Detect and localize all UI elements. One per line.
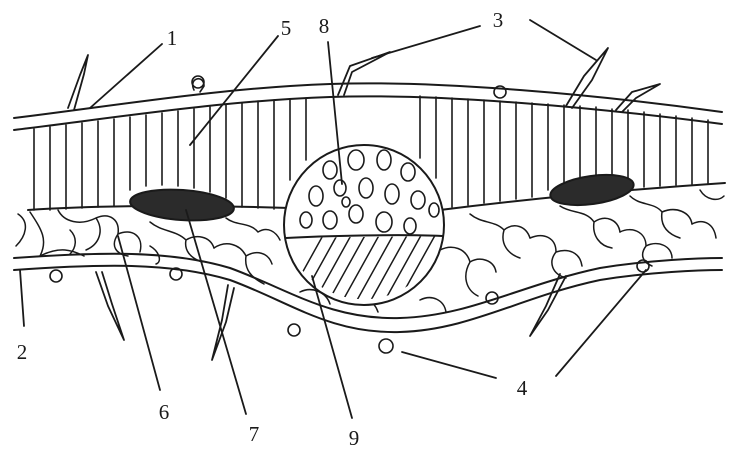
callout-9: 9: [344, 428, 364, 449]
callout-8: 8: [314, 16, 334, 37]
callout-3: 3: [488, 10, 508, 31]
right-dark-body: [548, 170, 635, 209]
callout-6: 6: [154, 402, 174, 423]
callout-4: 4: [512, 378, 532, 399]
callout-7: 7: [244, 424, 264, 445]
upper-epidermis-outer: [14, 83, 722, 118]
upper-epidermis-inner: [14, 96, 722, 130]
left-dark-body: [129, 186, 235, 223]
callout-2: 2: [12, 342, 32, 363]
callout-1: 1: [162, 28, 182, 49]
vascular-bundle: [276, 145, 452, 320]
callout-5: 5: [276, 18, 296, 39]
